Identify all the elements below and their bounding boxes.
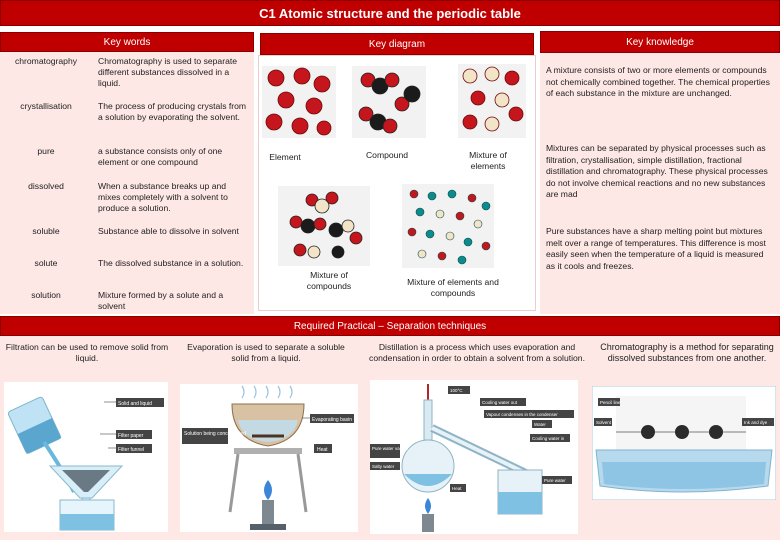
keyword-term: soluble (32, 226, 60, 236)
evaporation-label: Evaporating basin (312, 417, 352, 423)
key-words-panel (0, 52, 254, 314)
compound-particles-image (352, 66, 426, 138)
keyword-term: pure (37, 146, 55, 156)
element-label: Element (269, 152, 301, 162)
key-diagram-header: Key diagram (260, 33, 534, 55)
keyword-term: solute (34, 258, 58, 268)
key-knowledge-paragraph: Mixtures can be separated by physical pr… (546, 143, 768, 200)
distillation-label: Vapour condenses in the condenser (486, 412, 558, 417)
filtration-diagram: Solid and liquid Filter paper Filter fun… (4, 382, 168, 532)
chromatography-text: Chromatography is a method for separatin… (600, 342, 774, 363)
chromatography-label: Pencil line (600, 400, 621, 405)
keyword-definition: Chromatography is used to separate diffe… (98, 56, 238, 88)
evaporation-label: Solution being concentrated (184, 431, 246, 437)
mixture-of-compounds-image (278, 186, 370, 266)
page-title: C1 Atomic structure and the periodic tab… (0, 0, 780, 26)
keyword-term: dissolved (28, 181, 64, 191)
distillation-label: Pure water vapour (372, 446, 409, 451)
distillation-label: Cooling water out (482, 400, 518, 405)
distillation-label: Cooling water in (532, 436, 565, 441)
filtration-text: Filtration can be used to remove solid f… (5, 342, 169, 363)
keyword-definition: The dissolved substance in a solution. (98, 258, 244, 268)
keyword-definition: a substance consists only of one element… (98, 146, 223, 167)
mixture-of-elements-image (458, 64, 526, 138)
mixture-compounds-label: Mixture of compounds (306, 270, 352, 291)
key-words-header: Key words (0, 32, 254, 52)
mixture-of-elements-and-compounds-image (402, 184, 494, 268)
distillation-label: Pure water (544, 478, 566, 483)
chromatography-label: Solvent (596, 420, 612, 425)
distillation-label: 100°C (450, 388, 463, 393)
key-knowledge-header: Key knowledge (540, 31, 780, 53)
distillation-text: Distillation is a process which uses eva… (369, 342, 585, 363)
filtration-label: Solid and liquid (118, 401, 152, 407)
key-knowledge-paragraph: Pure substances have a sharp melting poi… (546, 226, 766, 271)
key-knowledge-paragraph: A mixture consists of two or more elemen… (546, 65, 770, 99)
evaporation-text: Evaporation is used to separate a solubl… (187, 342, 345, 363)
keyword-definition: When a substance breaks up and mixes com… (98, 181, 228, 213)
mixture-elements-label: Mixture of elements (469, 150, 507, 171)
keyword-term: chromatography (14, 56, 78, 66)
chromatography-label: Ink and dye (744, 420, 768, 425)
filtration-label: Filter funnel (118, 447, 144, 453)
keyword-definition: The process of producing crystals from a… (98, 101, 247, 122)
chromatography-diagram: Pencil line Solvent Ink and dye (592, 386, 776, 500)
required-practical-header: Required Practical – Separation techniqu… (0, 316, 780, 336)
filtration-label: Filter paper (118, 433, 144, 439)
evaporation-diagram: Evaporating basin Solution being concent… (180, 384, 358, 532)
distillation-label: Heat (452, 486, 462, 491)
evaporation-label: Heat (317, 447, 328, 453)
distillation-label: Water (534, 422, 546, 427)
key-knowledge-panel (540, 53, 780, 314)
keyword-definition: Substance able to dissolve in solvent (98, 226, 239, 236)
keyword-definition: Mixture formed by a solute and a solvent (98, 290, 224, 311)
keyword-term: solution (31, 290, 61, 300)
mixture-elements-compounds-label: Mixture of elements and compounds (407, 277, 499, 298)
distillation-diagram: 100°C Cooling water out Vapour condenses… (370, 380, 578, 534)
element-particles-image (262, 66, 336, 138)
keyword-term: crystallisation (20, 101, 72, 111)
compound-label: Compound (365, 150, 409, 160)
distillation-label: Salty water (372, 464, 395, 469)
